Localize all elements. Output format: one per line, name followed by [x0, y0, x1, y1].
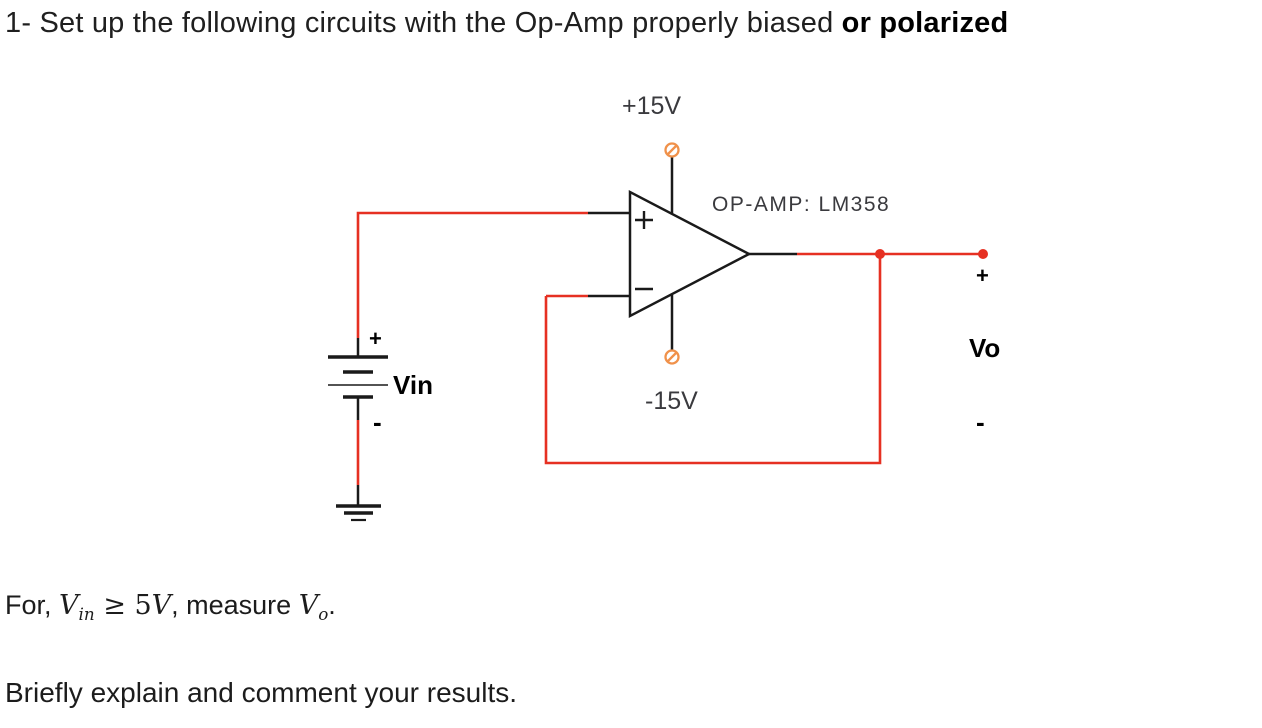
vin-math-symbol: Vin — [59, 590, 95, 624]
vo-math-symbol: Vo — [298, 590, 329, 624]
question-title-text: 1- Set up the following circuits with th… — [5, 7, 842, 39]
vin-math-subscript: in — [78, 603, 95, 624]
lines-black — [328, 157, 797, 522]
vo-label: Vo — [969, 333, 1000, 363]
volt-unit-symbol: V — [151, 590, 172, 621]
vo-math-subscript: o — [318, 603, 329, 624]
vminus-terminal-slash — [667, 352, 677, 362]
vminus-terminal-icon — [664, 349, 680, 365]
geq-relation: ≥ — [94, 590, 135, 621]
vo-minus-label: - — [976, 407, 985, 437]
vin-label: Vin — [393, 370, 433, 400]
question-title: 1- Set up the following circuits with th… — [5, 7, 1008, 40]
feedback-wire — [544, 254, 882, 465]
measure-middle-text: , measure — [171, 590, 299, 620]
feedback-junction-dot — [875, 249, 885, 259]
comment-instruction: Briefly explain and comment your results… — [5, 677, 517, 708]
supply-terminals — [664, 142, 680, 365]
vin-plus-label: + — [369, 326, 382, 351]
vo-plus-label: + — [976, 263, 989, 288]
threshold-value: 5 — [134, 590, 152, 621]
vminus-supply-label: -15V — [645, 387, 698, 415]
ground-icon — [336, 485, 381, 522]
measure-lead-text: For, — [5, 590, 60, 620]
measure-instruction: For, Vin ≥ 5V, measure Vo. — [5, 590, 336, 624]
vplus-terminal-slash — [667, 145, 677, 155]
opamp-input-marks — [635, 211, 653, 291]
vin-battery-symbol — [328, 355, 388, 399]
output-terminal-dot — [978, 249, 988, 259]
question-title-bold-text: or polarized — [841, 7, 1009, 39]
vplus-supply-label: +15V — [622, 92, 681, 120]
opamp-part-label: OP-AMP: LM358 — [712, 193, 890, 216]
opamp-triangle — [628, 189, 752, 319]
vin-minus-label: - — [373, 407, 382, 437]
wires-red — [356, 211, 983, 485]
vplus-terminal-icon — [664, 142, 680, 158]
vin-to-noninverting-wire — [356, 211, 588, 338]
measure-end-text: . — [328, 590, 336, 620]
